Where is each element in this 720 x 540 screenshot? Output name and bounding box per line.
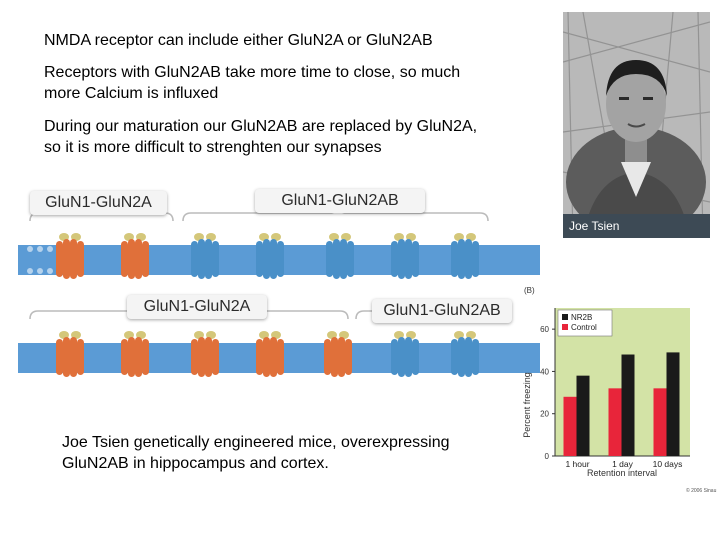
receptor-glun2a-0 [56,233,84,279]
receptor-glun2ab-3 [256,233,284,279]
membrane-diagram: GluN1-GluN2A GluN1-GluN2AB GluN1-GluN2A … [0,183,545,383]
receptor-glun2ab-4 [326,233,354,279]
receptor-row-top [56,233,479,279]
portrait-photo: Joe Tsien [563,12,710,238]
chart-y-tick-label: 20 [540,410,549,419]
receptor-glun2a-4 [324,331,352,377]
chart-y-axis-title: Percent freezing [522,372,532,438]
bullet-3-line-2: so it is more difficult to strenghten ou… [44,139,382,156]
legend-label-nr2b: NR2B [571,313,592,322]
chart-svg: (B) 0 20 40 60 1 hour 1 day 10 days NR2BContr… [522,286,717,494]
legend-label-control: Control [571,323,597,332]
bullet-2-line-2: more Calcium is influxed [44,85,219,102]
chart-y-tick-label: 0 [545,452,550,461]
bar-nr2b-0 [576,375,590,456]
bar-control-0 [563,396,577,456]
receptor-glun2a-3 [256,331,284,377]
chart-y-tick-label: 40 [540,367,549,376]
chart-x-tick-label: 10 days [653,459,683,469]
bar-control-1 [608,388,622,456]
receptor-glun2a-0 [56,331,84,377]
tag-top-glun2ab: GluN1-GluN2AB [255,189,425,213]
chart-panel-label: (B) [524,286,535,295]
bar-nr2b-1 [621,354,635,456]
receptor-glun2ab-5 [391,233,419,279]
chart-x-tick-label: 1 hour [565,459,589,469]
bullet-2-line-1: Receptors with GluN2AB take more time to… [44,64,461,81]
note-text: Joe Tsien genetically engineered mice, o… [62,432,449,474]
tag-top-glun2a: GluN1-GluN2A [30,191,167,215]
bullet-3-line-1: During our maturation our GluN2AB are re… [44,118,478,135]
bullet-1: NMDA receptor can include either GluN2A … [44,32,433,49]
receptor-glun2ab-6 [451,233,479,279]
tag-bottom-glun2a: GluN1-GluN2A [127,295,267,319]
legend-swatch-nr2b [562,314,568,320]
bar-nr2b-2 [666,352,680,456]
receptor-glun2ab-6 [451,331,479,377]
receptor-glun2ab-2 [191,233,219,279]
receptor-glun2a-2 [191,331,219,377]
tag-bottom-glun2ab: GluN1-GluN2AB [372,299,512,323]
chart-footnote: © 2006 Sinau [686,487,717,494]
chart-x-axis-title: Retention interval [587,468,657,478]
receptor-row-bottom [56,331,479,377]
bullet-3: During our maturation our GluN2AB are re… [44,116,477,158]
portrait-image [563,12,710,238]
bullet-2: Receptors with GluN2AB take more time to… [44,62,460,104]
chart-x-tick-label: 1 day [612,459,634,469]
note-line-2: GluN2AB in hippocampus and cortex. [62,455,329,472]
receptor-glun2ab-5 [391,331,419,377]
photo-caption: Joe Tsien [563,214,710,238]
receptor-glun2a-1 [121,233,149,279]
legend-swatch-control [562,324,568,330]
chart-y-tick-label: 60 [540,325,549,334]
receptor-glun2a-1 [121,331,149,377]
bar-control-2 [653,388,667,456]
note-line-1: Joe Tsien genetically engineered mice, o… [62,434,450,451]
